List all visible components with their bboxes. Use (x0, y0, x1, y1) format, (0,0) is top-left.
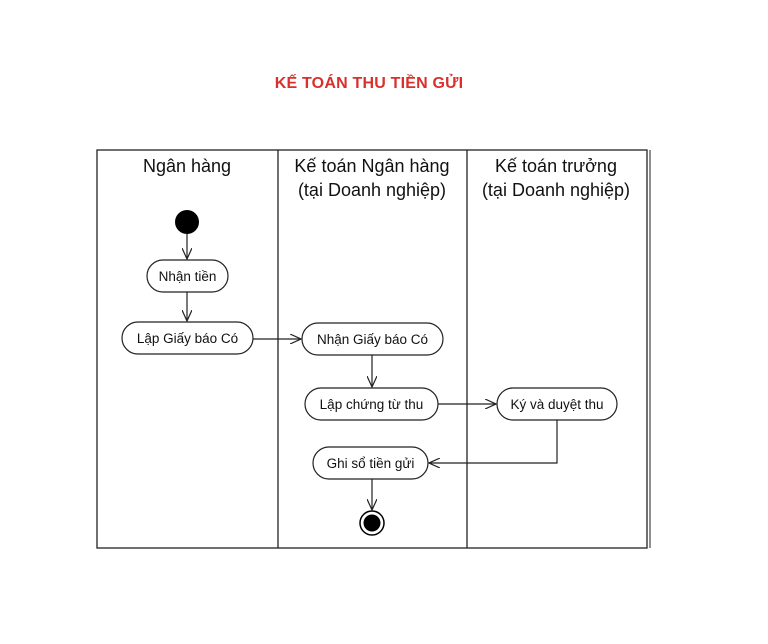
action-receive-money: Nhận tiền (146, 259, 229, 293)
action-label: Lập Giấy báo Có (137, 331, 238, 346)
lane-title-chief-accountant: Kế toán trưởng (495, 156, 617, 176)
lane-title-bank-accountant: Kế toán Ngân hàng (294, 156, 449, 176)
action-create-receipt-voucher: Lập chứng từ thu (304, 387, 439, 421)
diagram-title: KẾ TOÁN THU TIỀN GỬI (274, 75, 464, 92)
action-record-deposit-book: Ghi sổ tiền gửi (312, 446, 429, 480)
action-create-credit-note: Lập Giấy báo Có (121, 321, 254, 355)
action-label: Nhận Giấy báo Có (317, 332, 428, 347)
swimlane-frame (96, 149, 651, 549)
start-node (175, 210, 199, 234)
control-flows (187, 234, 558, 510)
action-label: Ký và duyệt thu (510, 397, 603, 412)
end-node (359, 510, 385, 536)
lane-subtitle-chief-accountant: (tại Doanh nghiệp) (482, 180, 630, 200)
lane-subtitle-bank-accountant: (tại Doanh nghiệp) (298, 180, 446, 200)
action-label: Ghi sổ tiền gửi (327, 456, 415, 471)
action-sign-approve: Ký và duyệt thu (496, 387, 618, 421)
action-label: Lập chứng từ thu (320, 397, 424, 412)
action-receive-credit-note: Nhận Giấy báo Có (301, 322, 444, 356)
flow-approve-to-record (429, 420, 558, 463)
action-label: Nhận tiền (159, 269, 217, 284)
lane-title-bank: Ngân hàng (143, 156, 231, 176)
